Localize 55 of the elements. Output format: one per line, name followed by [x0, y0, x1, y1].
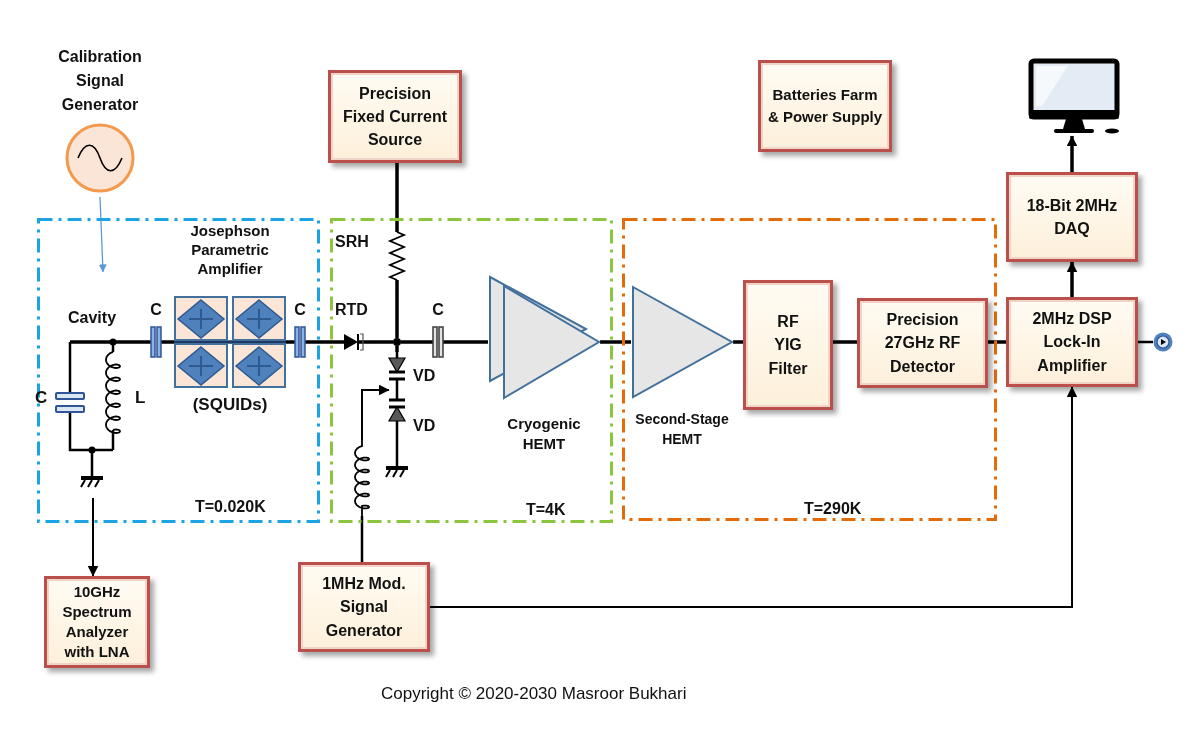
component-label: Second-Stage HEMT	[634, 410, 730, 449]
component-label: Cavity	[68, 308, 117, 328]
component-label: Josephson Parametric Amplifier	[189, 222, 271, 279]
component-label: RTD	[335, 300, 368, 320]
wire	[395, 346, 399, 352]
component-label: C	[294, 300, 306, 320]
instrument-box: 18-Bit 2MHz DAQ	[1006, 172, 1138, 262]
component-label: (SQUIDs)	[192, 394, 268, 416]
component-label: VD	[413, 416, 436, 436]
arrow	[361, 384, 390, 441]
wire	[733, 340, 743, 344]
arrow	[1066, 261, 1078, 297]
component-label: Cryogenic HEMT	[506, 414, 582, 455]
instrument-box: Precision 27GHz RF Detector	[857, 298, 988, 388]
wire	[286, 340, 292, 344]
instrument-box: 10GHz Spectrum Analyzer with LNA	[44, 576, 150, 668]
output-connector-icon	[1153, 332, 1173, 352]
generator-label: Calibration Signal Generator	[57, 47, 143, 115]
wire	[308, 340, 335, 344]
junction-dot	[393, 338, 401, 346]
arrow	[429, 386, 1078, 608]
component-label: C	[150, 300, 162, 320]
instrument-box: RF YIG Filter	[743, 280, 833, 410]
wire	[833, 340, 857, 344]
arrow	[87, 497, 99, 577]
inductor-symbol	[354, 440, 370, 516]
temperature-label: T=0.020K	[195, 497, 266, 517]
temperature-zone	[622, 218, 997, 521]
wire	[360, 516, 364, 562]
arrow	[98, 196, 107, 273]
wire	[600, 340, 631, 344]
wire	[988, 340, 1006, 344]
computer-monitor-icon	[1028, 58, 1120, 136]
temperature-zone	[330, 218, 613, 523]
copyright-text: Copyright © 2020-2030 Masroor Bukhari	[381, 683, 687, 705]
instrument-box: 2MHz DSP Lock-In Amplifier	[1006, 297, 1138, 387]
component-label: L	[135, 387, 146, 409]
wire	[164, 340, 174, 344]
temperature-zone	[37, 218, 320, 523]
component-label: C	[35, 387, 48, 409]
instrument-box: Precision Fixed Current Source	[328, 70, 462, 163]
temperature-label: T=290K	[804, 499, 862, 519]
wire	[401, 340, 430, 344]
wire	[395, 163, 399, 224]
temperature-label: T=4K	[526, 500, 566, 520]
wire	[373, 340, 393, 344]
wire	[446, 340, 488, 344]
component-label: VD	[413, 366, 436, 386]
instrument-box: 1MHz Mod. Signal Generator	[298, 562, 430, 652]
component-label: C	[432, 300, 444, 320]
component-label: SRH	[335, 232, 369, 252]
arrow	[1066, 135, 1078, 172]
wire	[395, 292, 399, 338]
instrument-box: Batteries Farm & Power Supply	[758, 60, 892, 152]
wire	[124, 340, 148, 344]
